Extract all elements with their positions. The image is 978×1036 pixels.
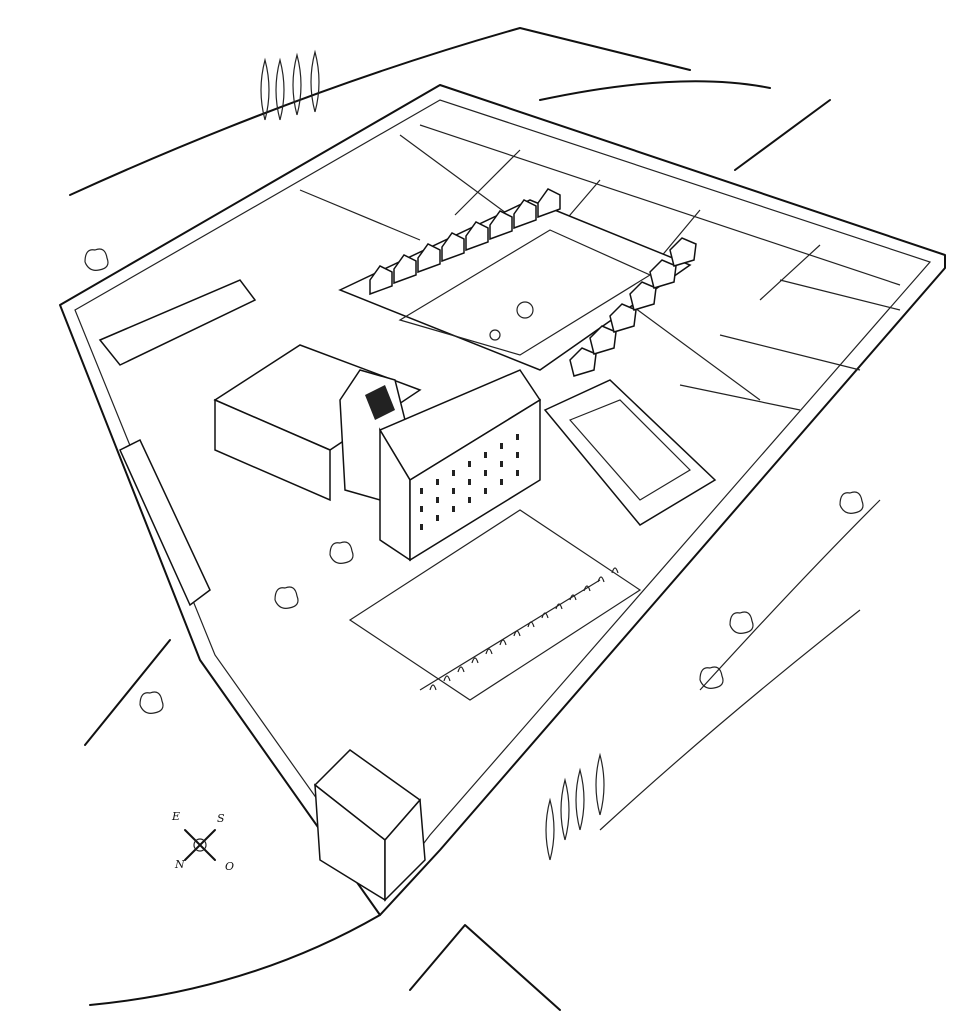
compass-south-label: S — [217, 812, 225, 825]
monk-cell — [465, 221, 489, 252]
orchard-tree — [611, 567, 619, 574]
gatehouse — [384, 798, 426, 902]
window — [500, 461, 503, 467]
window — [436, 515, 439, 521]
trees — [84, 49, 864, 861]
window — [468, 479, 471, 485]
road-line — [734, 99, 831, 171]
window — [452, 506, 455, 512]
road-line — [699, 499, 881, 691]
window — [484, 470, 487, 476]
cypress-tree — [560, 777, 570, 841]
compass-rose: E S N O — [171, 810, 234, 873]
orchard-tree — [527, 621, 535, 628]
north-wing — [98, 279, 257, 366]
orchard-tree — [597, 576, 605, 583]
monk-cell — [649, 259, 677, 289]
monk-cell — [417, 243, 441, 274]
tree — [699, 666, 724, 689]
orchard-tree — [583, 585, 591, 592]
monk-cell — [569, 347, 597, 377]
cypress-tree — [260, 57, 270, 121]
window — [484, 488, 487, 494]
orchard-tree — [499, 639, 507, 646]
orchard-tree — [429, 684, 437, 691]
cypress-tree — [292, 52, 302, 116]
tree — [839, 491, 864, 514]
monk-cell — [609, 303, 637, 333]
tree — [84, 248, 109, 271]
small-cloister — [543, 379, 717, 526]
cypress-tree — [595, 752, 605, 816]
window — [452, 470, 455, 476]
monk-cell — [441, 232, 465, 263]
orchard-tree — [569, 594, 577, 601]
monk-cell — [669, 237, 697, 267]
outer-wall — [59, 84, 946, 916]
monk-cell — [629, 281, 657, 311]
road-line — [89, 914, 381, 1006]
tree — [329, 541, 354, 564]
road-line — [599, 609, 861, 831]
window — [468, 497, 471, 503]
orchard-tree — [471, 657, 479, 664]
cypress-tree — [310, 49, 320, 113]
monk-cells — [369, 188, 697, 377]
cypress-tree — [545, 797, 555, 861]
inner-wall — [74, 99, 932, 897]
window — [500, 479, 503, 485]
monk-cell — [489, 210, 513, 241]
road-line — [409, 924, 561, 1011]
window — [436, 497, 439, 503]
cypress-tree — [275, 57, 285, 121]
orchard-tree — [485, 648, 493, 655]
window — [516, 434, 519, 440]
church — [213, 344, 422, 502]
road-line — [69, 27, 691, 196]
cypress-tree — [575, 767, 585, 831]
orchard-tree — [541, 612, 549, 619]
monk-cell — [589, 325, 617, 355]
tree — [274, 586, 299, 609]
monk-cell — [369, 265, 393, 296]
orchard-tree — [555, 603, 563, 610]
monk-cell — [393, 254, 417, 285]
window — [420, 506, 423, 512]
compass-east-label: E — [171, 810, 180, 823]
monk-cell — [513, 199, 537, 230]
compass-west-label: O — [225, 860, 234, 873]
tree — [139, 691, 164, 714]
window — [452, 488, 455, 494]
window — [516, 452, 519, 458]
window — [516, 470, 519, 476]
tree — [729, 611, 754, 634]
road-line — [539, 80, 771, 101]
orchard-tree — [513, 630, 521, 637]
lower-court — [348, 509, 642, 701]
window — [420, 488, 423, 494]
window — [436, 479, 439, 485]
window — [484, 452, 487, 458]
window — [468, 461, 471, 467]
monk-cell — [537, 188, 561, 219]
compass-north-label: N — [174, 858, 185, 871]
main-building — [378, 369, 542, 562]
road-line — [84, 639, 171, 746]
west-wing — [119, 438, 211, 607]
window — [500, 443, 503, 449]
orchard-tree — [457, 666, 465, 673]
orchard-tree — [443, 675, 451, 682]
window — [420, 524, 423, 530]
